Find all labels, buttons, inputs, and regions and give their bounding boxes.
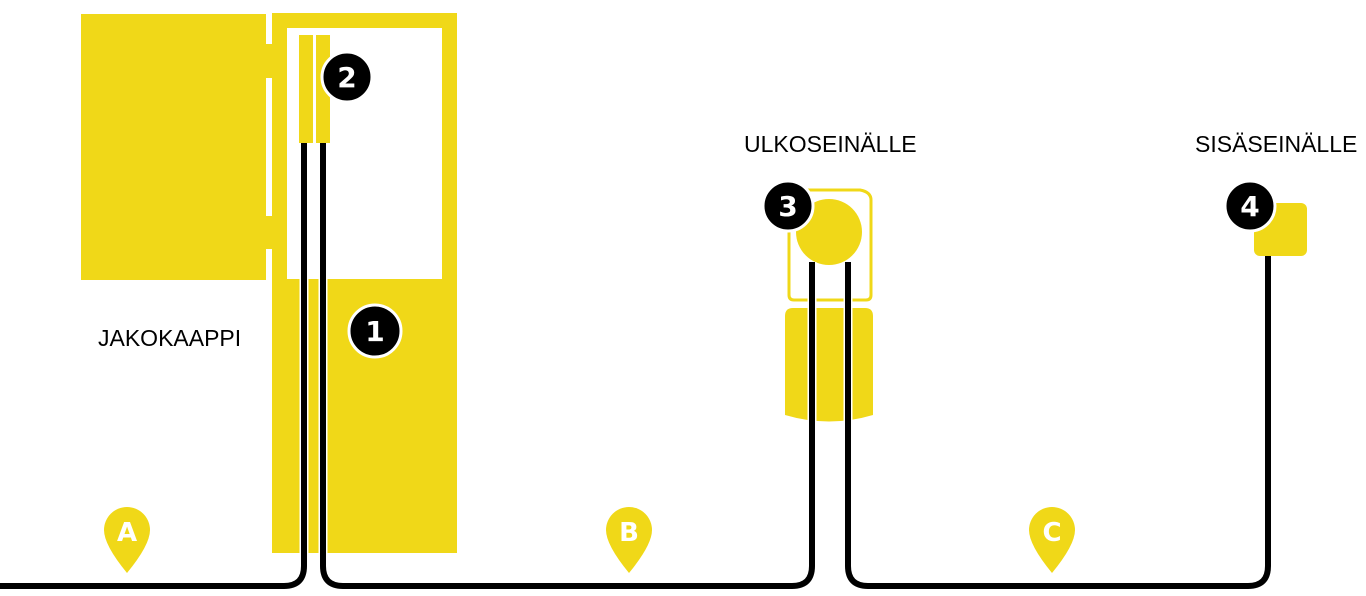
cable-a <box>0 143 309 591</box>
pin-c: C <box>1029 507 1075 573</box>
cabinet-label: JAKOKAAPPI <box>98 325 241 351</box>
badge-3-label: 3 <box>778 190 797 223</box>
cable-b <box>318 143 817 591</box>
outdoor-label: ULKOSEINÄLLE <box>744 131 917 157</box>
badge-1-label: 1 <box>365 315 384 348</box>
pin-a: A <box>104 507 150 573</box>
badge-1: 1 <box>347 303 403 359</box>
door-hinge-bottom <box>264 216 274 249</box>
cabinet-door <box>81 14 266 280</box>
pin-c-label: C <box>1042 518 1061 548</box>
pin-a-label: A <box>117 518 137 548</box>
pin-b: B <box>606 507 652 573</box>
door-hinge-top <box>264 44 274 78</box>
pin-b-label: B <box>619 518 639 548</box>
cable-c <box>843 256 1273 591</box>
connector-left <box>299 35 313 143</box>
indoor-label: SISÄSEINÄLLE <box>1195 131 1357 157</box>
badge-4: 4 <box>1223 179 1277 233</box>
badge-4-label: 4 <box>1240 190 1259 223</box>
badge-2: 2 <box>320 50 374 104</box>
badge-3: 3 <box>761 179 815 233</box>
badge-2-label: 2 <box>337 61 356 94</box>
